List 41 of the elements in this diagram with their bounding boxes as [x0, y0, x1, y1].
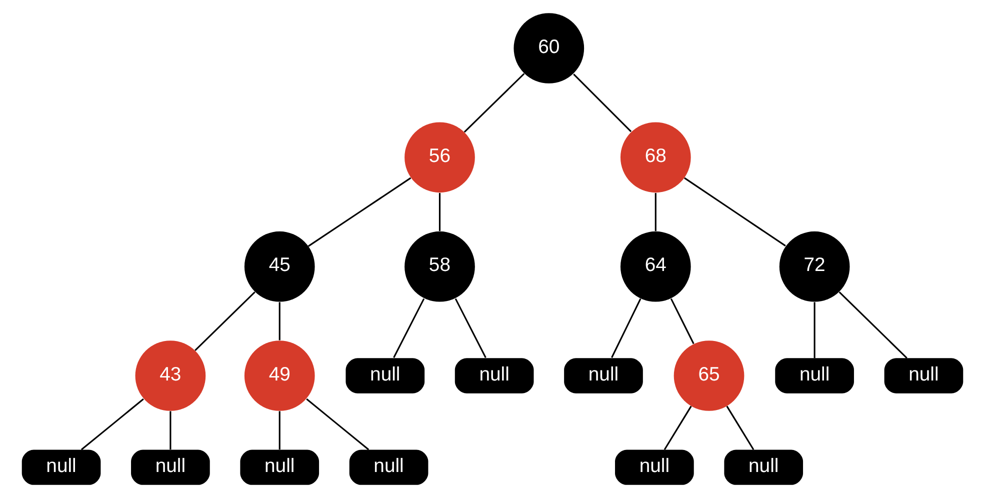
node-box: null: [240, 450, 319, 485]
node-circle: 65: [673, 340, 744, 411]
node-box: null: [21, 450, 100, 485]
node-box: null: [454, 358, 534, 394]
connector: [307, 177, 411, 247]
connector: [572, 74, 632, 132]
connector: [194, 291, 255, 351]
connector: [813, 302, 815, 358]
connector: [392, 298, 424, 358]
node-circle: 56: [404, 122, 474, 193]
node-box: null: [564, 358, 642, 394]
connector: [663, 406, 692, 450]
connector: [726, 406, 754, 450]
connector: [838, 291, 907, 359]
connector: [438, 193, 440, 232]
connector: [654, 193, 656, 232]
node-circle: 45: [244, 231, 314, 302]
node-circle: 60: [513, 13, 584, 84]
node-circle: 43: [134, 340, 206, 411]
node-box: null: [348, 450, 428, 485]
node-box: null: [614, 450, 694, 485]
connector: [454, 298, 486, 358]
node-box: null: [130, 450, 210, 485]
connector: [670, 298, 694, 344]
node-circle: 72: [778, 231, 850, 302]
node-circle: 68: [620, 122, 690, 193]
node-box: null: [345, 358, 424, 394]
node-box: null: [774, 358, 854, 394]
connector: [610, 298, 641, 358]
node-circle: 49: [244, 340, 314, 411]
connector: [278, 302, 280, 340]
node-box: null: [724, 450, 803, 485]
connector: [278, 411, 280, 450]
connector: [463, 73, 524, 133]
node-circle: 58: [404, 231, 474, 302]
connector: [80, 398, 144, 450]
node-box: null: [884, 358, 963, 394]
connector: [306, 398, 369, 450]
connector: [683, 177, 786, 246]
node-circle: 64: [620, 231, 690, 302]
connector: [169, 411, 171, 450]
